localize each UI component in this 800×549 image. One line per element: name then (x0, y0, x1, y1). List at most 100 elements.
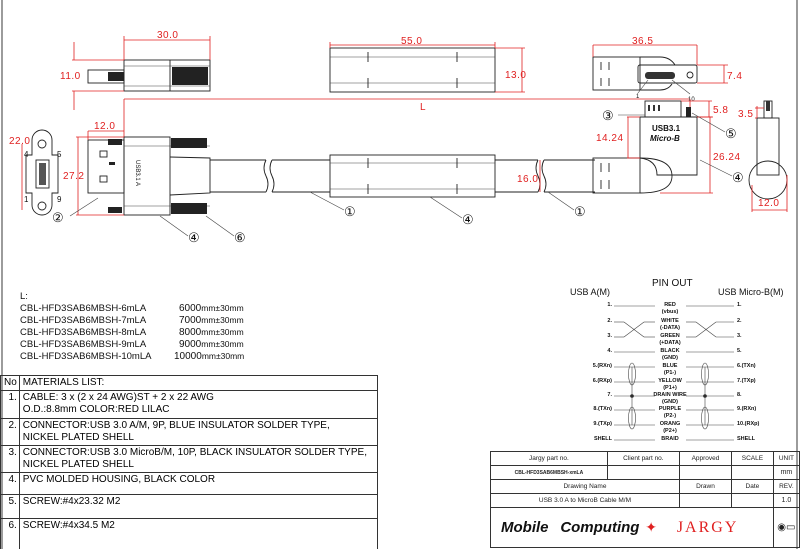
pinout-title: PIN OUT (652, 278, 693, 289)
balloon-3: ③ (602, 108, 614, 123)
pin-left: 7. (607, 392, 612, 398)
svg-text:USB3.1: USB3.1 (652, 124, 681, 133)
svg-text:55.0: 55.0 (401, 36, 422, 47)
unit-value: mm (772, 465, 800, 480)
pin-signal: (P2+) (663, 428, 677, 434)
balloon-1: ① (344, 204, 356, 219)
svg-text:3.5: 3.5 (738, 109, 753, 120)
usb-a-front-view: USB3.1 A (87, 136, 211, 216)
pin-right: 7.(TXp) (737, 378, 756, 384)
pin-left: 8.(TXn) (593, 406, 612, 412)
pin-left: 1. (607, 302, 612, 308)
materials-row: 5.SCREW:#4x23.32 M2 (0, 494, 379, 519)
svg-text:13.0: 13.0 (505, 70, 526, 81)
pin-wire-color: BRAID (661, 436, 679, 442)
pin-right: 8. (737, 392, 742, 398)
balloon-1b: ① (574, 204, 586, 219)
logo-jargy: JARGY (676, 518, 739, 536)
usb-a-face-view: 4 5 1 9 (24, 129, 62, 216)
pin-left: 3. (607, 333, 612, 339)
svg-text:36.5: 36.5 (632, 36, 653, 47)
balloon-5: ⑤ (725, 126, 737, 141)
length-row-value: 7000mm±30mm (179, 315, 244, 326)
pin-right: 9.(RXn) (737, 406, 757, 412)
pin-right: SHELL (737, 436, 756, 442)
drawing-name-label: Drawing Name (490, 479, 680, 494)
dim-a-length: 30.0 (123, 30, 211, 60)
materials-item-line1: PVC MOLDED HOUSING, BLACK COLOR (22, 474, 216, 485)
dim-a-plug: 12.0 (87, 121, 124, 140)
micro-b-top-view: 1 10 (592, 56, 698, 103)
pin-signal: (+DATA) (659, 340, 681, 346)
company-logos: Mobile Computing ✦ JARGY (490, 507, 774, 548)
micro-b-side-view (748, 100, 788, 200)
pin-wire-color: DRAIN WIRE (653, 392, 687, 398)
pin-wire-color: WHITE (661, 318, 679, 324)
balloon-4c: ④ (732, 170, 744, 185)
svg-text:5: 5 (57, 150, 62, 159)
pin-left: 2. (607, 318, 612, 324)
dim-b-height: 7.4 (697, 64, 742, 84)
pin-left: 9.(TXp) (593, 421, 612, 427)
length-row-value: 9000mm±30mm (179, 339, 244, 350)
client-part-label: Client part no. (606, 451, 680, 466)
pin-wire-color: BLACK (660, 348, 680, 354)
materials-item-line2: NICKEL PLATED SHELL (22, 432, 134, 443)
svg-text:9: 9 (57, 195, 62, 204)
dim-b-total: 26.24 (660, 116, 741, 194)
svg-text:7.4: 7.4 (727, 71, 742, 82)
approved-label: Approved (678, 451, 733, 466)
length-row-part: CBL-HFD3SAB6MBSH-6mLA (20, 303, 147, 314)
materials-item-line1: SCREW:#4x23.32 M2 (22, 496, 121, 507)
pin-left: 4. (607, 348, 612, 354)
pin-left: 5.(RXn) (592, 363, 612, 369)
balloon-2: ② (52, 210, 64, 225)
length-row-part: CBL-HFD3SAB6MBSH-10mLA (20, 351, 152, 362)
dim-b-length: 36.5 (592, 36, 698, 65)
materials-item-line2: NICKEL PLATED SHELL (22, 459, 134, 470)
logo-mobile: Mobile (501, 518, 549, 536)
materials-item-line1: CONNECTOR:USB 3.0 A/M, 9P, BLUE INSULATO… (22, 420, 330, 431)
pin-signal: (P2-) (663, 413, 677, 419)
rev-value: 1.0 (772, 493, 800, 508)
dim-a-face: 22.0 (9, 136, 30, 210)
svg-text:Micro-B: Micro-B (650, 134, 680, 143)
pinout-right-title: USB Micro-B(M) (718, 287, 784, 297)
drawn-label: Drawn (678, 479, 733, 494)
pin-wire-color: PURPLE (658, 406, 682, 412)
micro-b-front-view: USB3.1 Micro-B (592, 100, 698, 194)
length-row-value: 6000mm±30mm (179, 303, 244, 314)
dim-cable-od: 16.0 (517, 160, 541, 192)
materials-item-no: 6. (0, 518, 20, 549)
materials-item-no: 1. (0, 390, 20, 419)
pin-wire-color: ORANG (659, 421, 681, 427)
pin-signal: (-DATA) (660, 325, 680, 331)
svg-text:10: 10 (688, 97, 695, 103)
dim-a-width: 27.2 (63, 136, 124, 216)
jargy-part-label: Jargy part no. (490, 451, 608, 466)
dim-b-offset: 14.24 (596, 116, 640, 159)
pin-right: 2. (737, 318, 742, 324)
balloon-callouts: ② ④ ⑥ ① ④ ① ③ ⑤ ④ (52, 108, 744, 245)
materials-row: 1.CABLE: 3 x (2 x 24 AWG)ST + 2 x 22 AWG… (0, 390, 379, 419)
svg-text:26.24: 26.24 (713, 152, 741, 163)
pin-signal: (P1+) (663, 385, 677, 391)
dim-mold-length: 55.0 (329, 36, 496, 48)
molded-housing-top (329, 47, 496, 93)
length-row-value: 10000mm±30mm (174, 351, 245, 362)
pin-left: SHELL (593, 436, 612, 442)
svg-text:12.0: 12.0 (758, 198, 779, 209)
pin-signal: (vbus) (661, 309, 679, 315)
svg-text:5.8: 5.8 (713, 105, 728, 116)
pin-left: 6.(RXp) (592, 378, 612, 384)
drawing-name: USB 3.0 A to MicroB Cable M/M (490, 493, 680, 508)
svg-text:USB3.1 A: USB3.1 A (134, 160, 140, 186)
length-table-heading: L: (20, 291, 28, 302)
materials-item-line1: SCREW:#4x34.5 M2 (22, 520, 115, 531)
date-label: Date (731, 479, 774, 494)
svg-text:12.0: 12.0 (94, 121, 115, 132)
pin-right: 10.(RXp) (737, 421, 760, 427)
